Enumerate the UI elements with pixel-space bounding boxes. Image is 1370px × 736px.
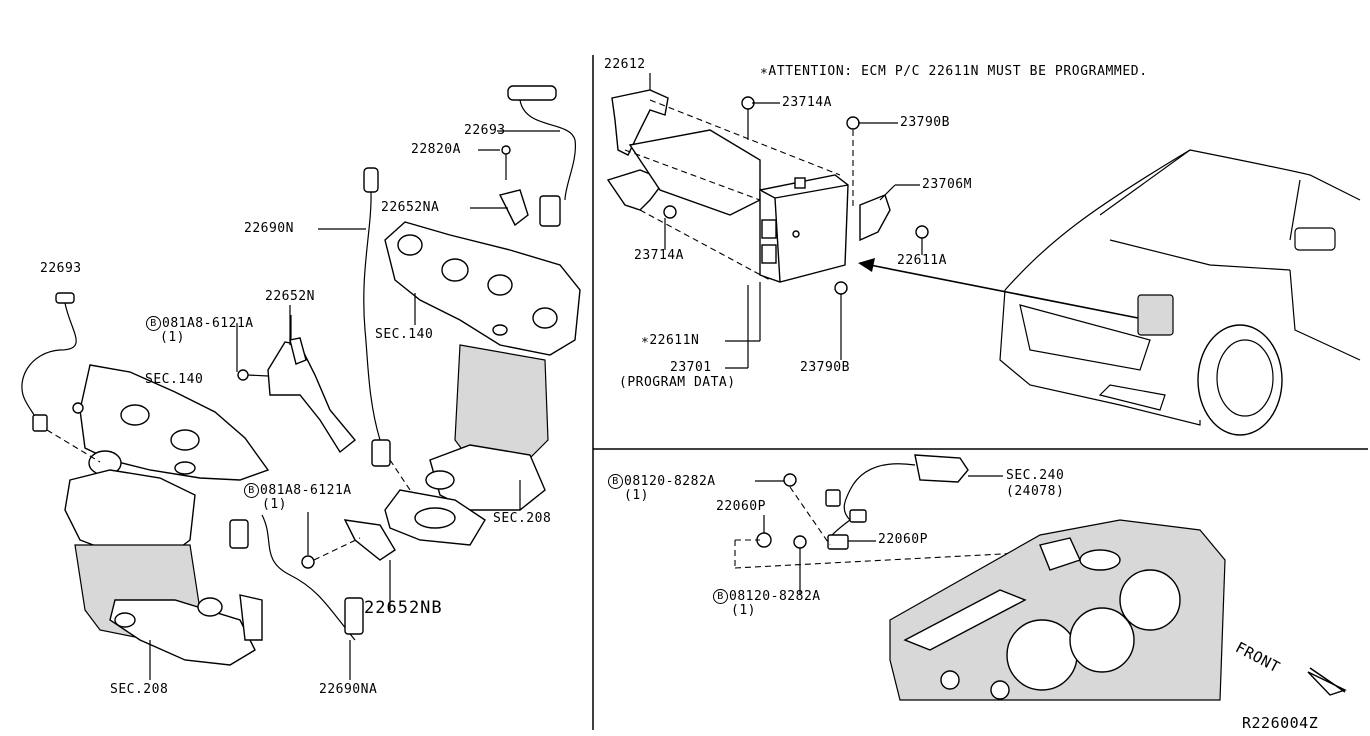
section-label-sec140-left[interactable]: SEC.140 — [145, 372, 204, 387]
part-label-22611n[interactable]: ∗22611N — [641, 333, 700, 348]
bolt-number: 08120-8282A — [729, 589, 821, 604]
vehicle-front-illustration — [999, 149, 1361, 436]
leader-lines — [149, 73, 1003, 680]
sensor-wire-22690n-illustration — [363, 167, 411, 491]
upper-o2-sensor-illustration — [498, 85, 577, 227]
bolt-qty-label: (1) — [624, 488, 649, 503]
lower-sensor-illustration — [229, 514, 396, 641]
part-label-22693-top[interactable]: 22693 — [464, 123, 506, 138]
right-exhaust-manifold-illustration — [384, 221, 581, 546]
part-label-22690na[interactable]: 22690NA — [319, 682, 378, 697]
bolt-number: 081A8-6121A — [260, 483, 352, 498]
part-label-22652n[interactable]: 22652N — [265, 289, 315, 304]
circled-b-icon: B — [146, 316, 161, 331]
section-label-sec140-right[interactable]: SEC.140 — [375, 327, 434, 342]
part-label-22612[interactable]: 22612 — [604, 57, 646, 72]
heat-shield-22652n-illustration — [237, 315, 356, 454]
section-label-sec240[interactable]: SEC.240 — [1006, 468, 1065, 483]
part-label-23714a-top[interactable]: 23714A — [782, 95, 832, 110]
circled-b-icon: B — [244, 483, 259, 498]
bolt-number: 08120-8282A — [624, 474, 716, 489]
part-label-23701[interactable]: 23701 — [670, 360, 712, 375]
part-label-22820a[interactable]: 22820A — [411, 142, 461, 157]
part-label-22652na[interactable]: 22652NA — [381, 200, 440, 215]
location-arrow — [869, 264, 1139, 319]
part-label-22690n[interactable]: 22690N — [244, 221, 294, 236]
part-label-23706m[interactable]: 23706M — [922, 177, 972, 192]
bolt-number: 081A8-6121A — [162, 316, 254, 331]
program-data-label: (PROGRAM DATA) — [619, 375, 736, 390]
front-direction-arrow — [1307, 667, 1347, 696]
bolt-qty-label: (1) — [160, 330, 185, 345]
left-exhaust-manifold-illustration — [64, 364, 270, 666]
bolt-qty-label: (1) — [262, 497, 287, 512]
attention-note: ∗ATTENTION: ECM P/C 22611N MUST BE PROGR… — [760, 64, 1148, 79]
part-label-22652nb[interactable]: 22652NB — [364, 598, 443, 618]
part-label-22693-left[interactable]: 22693 — [40, 261, 82, 276]
part-label-23790b-bottom[interactable]: 23790B — [800, 360, 850, 375]
bolt-qty-label: (1) — [731, 603, 756, 618]
left-o2-sensor-illustration — [21, 292, 101, 463]
part-label-22060p-top[interactable]: 22060P — [716, 499, 766, 514]
circled-b-icon: B — [713, 589, 728, 604]
part-label-23790b-top[interactable]: 23790B — [900, 115, 950, 130]
circled-b-icon: B — [608, 474, 623, 489]
diagram-id: R226004Z — [1242, 714, 1319, 732]
part-label-22060p-right[interactable]: 22060P — [878, 532, 928, 547]
location-arrowhead — [858, 258, 875, 272]
part-label-23714a-left[interactable]: 23714A — [634, 248, 684, 263]
crank-sensor-harness-illustration — [734, 454, 1041, 569]
section-label-sec208-right[interactable]: SEC.208 — [493, 511, 552, 526]
part-label-22611a[interactable]: 22611A — [897, 253, 947, 268]
ecm-assembly-illustration — [606, 89, 929, 295]
panel-dividers — [592, 55, 1368, 730]
section-label-sec208-left[interactable]: SEC.208 — [110, 682, 169, 697]
section-sub-label-24078: (24078) — [1006, 484, 1065, 499]
engine-block-illustration — [889, 519, 1226, 701]
